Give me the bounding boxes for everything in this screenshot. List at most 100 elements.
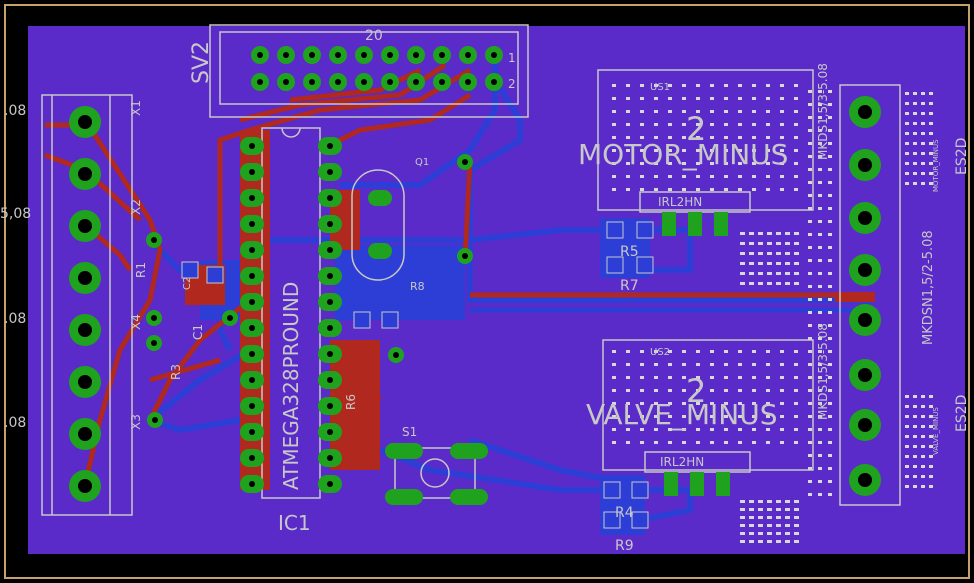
grid-dot [724,110,728,113]
valve-module-number: 2 [686,372,706,410]
grid-dot [818,168,822,171]
grid-dot [905,455,909,458]
grid-dot [776,524,781,527]
ic1-pins[interactable] [240,137,342,493]
smd-pad[interactable] [631,511,649,529]
grid-dot [710,402,714,405]
smd-pad[interactable] [381,311,399,329]
sv2-pin-hole [413,79,419,85]
s1-pad-4[interactable] [450,489,488,505]
s1-pad-3[interactable] [385,489,423,505]
smd-pad[interactable] [606,256,624,274]
grid-dot [710,376,714,379]
valve-chip-pin-2[interactable] [690,472,704,496]
s1-pad-2[interactable] [450,443,488,459]
grid-dot [808,90,812,93]
grid-dot [818,129,822,132]
grid-dot [654,363,658,366]
crystal-pad-2[interactable] [368,243,392,259]
grid-dot [808,194,812,197]
grid-dot [710,350,714,353]
grid-dot [929,102,933,105]
smd-pad[interactable] [631,481,649,499]
grid-dot [710,415,714,418]
grid-dot [640,123,644,126]
grid-dot [794,262,799,265]
grid-dot [668,162,672,165]
grid-dot [808,428,812,431]
smd-pad[interactable] [606,221,624,239]
grid-dot [758,516,763,519]
sv2-outline [209,24,529,118]
grid-dot [749,508,754,511]
grid-dot [828,389,832,392]
grid-dot [808,220,812,223]
smd-pad[interactable] [603,511,621,529]
via-hole [151,340,157,346]
sv2-pin-hole [335,52,341,58]
grid-dot [766,149,770,152]
smd-pad[interactable] [636,256,654,274]
grid-dot [749,232,754,235]
grid-dot [818,103,822,106]
smd-pad[interactable] [636,221,654,239]
sv2-pins[interactable] [251,46,503,91]
motor-chip-pin-2[interactable] [688,212,702,236]
smd-pad[interactable] [206,266,224,284]
smd-pad[interactable] [353,311,371,329]
grid-dot [929,445,933,448]
grid-dot [785,500,790,503]
grid-dot [929,122,933,125]
grid-dot [696,389,700,392]
grid-dot [724,389,728,392]
motor-chip-pin-1[interactable] [662,212,676,236]
valve-chip-pin-3[interactable] [716,472,730,496]
grid-dot [696,84,700,87]
ic1-pin-hole [249,351,255,357]
grid-dot [710,110,714,113]
valve-chip-pin-1[interactable] [664,472,678,496]
grid-dot [752,110,756,113]
grid-dot [612,415,616,418]
crystal-pad-1[interactable] [368,190,392,206]
grid-dot [818,480,822,483]
vias[interactable] [146,154,654,529]
grid-dot [752,149,756,152]
smd-pad[interactable] [181,261,199,279]
ic1-pin-hole [327,351,333,357]
grid-dot [752,363,756,366]
grid-dot [794,540,799,543]
grid-dot [808,259,812,262]
grid-dot [738,97,742,100]
grid-dot [921,465,925,468]
grid-dot [913,102,917,105]
grid-dot [626,376,630,379]
grid-dot [794,188,798,191]
grid-dot [913,142,917,145]
grid-dot [828,298,832,301]
grid-dot [626,188,630,191]
grid-dot [905,102,909,105]
grid-dot [929,465,933,468]
grid-dot [929,455,933,458]
grid-dot [758,524,763,527]
grid-dot [724,350,728,353]
grid-dot [654,149,658,152]
grid-dot [724,376,728,379]
grid-dot [921,425,925,428]
grid-dot [921,475,925,478]
grid-dot [654,188,658,191]
left-terminals[interactable] [69,106,101,502]
s1-pad-1[interactable] [385,443,423,459]
grid-dot [818,324,822,327]
right-terminals[interactable] [849,96,881,496]
grid-dot [767,500,772,503]
smd-pad[interactable] [603,481,621,499]
grid-dot [626,162,630,165]
s1-label: S1 [402,425,417,439]
grid-dot [921,122,925,125]
right-terminal-pad-hole [858,211,872,225]
motor-chip-pin-3[interactable] [714,212,728,236]
grid-dot [758,232,763,235]
